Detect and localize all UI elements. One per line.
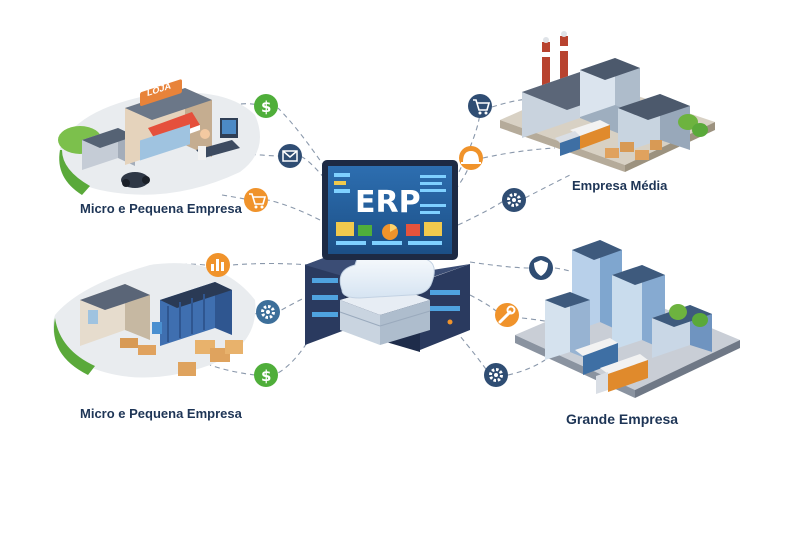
dollar-icon: $: [254, 363, 278, 387]
label-grande-empresa: Grande Empresa: [566, 411, 679, 427]
label-empresa-media: Empresa Média: [572, 178, 668, 193]
bar-chart-icon: [206, 253, 230, 277]
label-micro-pequena-bottom: Micro e Pequena Empresa: [80, 406, 242, 421]
erp-screen-title: ERP: [355, 185, 421, 220]
cart-icon: [244, 188, 268, 212]
shield-icon: [529, 256, 553, 280]
hardhat-icon: [459, 146, 483, 170]
mail-icon: [278, 144, 302, 168]
erp-system: ERP: [305, 160, 470, 352]
svg-text:$: $: [261, 367, 271, 385]
label-micro-pequena-top: Micro e Pequena Empresa: [80, 201, 242, 216]
cart-icon: [468, 94, 492, 118]
shop-scene: LOJA: [58, 79, 260, 195]
svg-text:$: $: [261, 98, 271, 116]
shop-sign: [140, 79, 182, 106]
gear-icon: [502, 188, 526, 212]
gear-icon: [484, 363, 508, 387]
warehouse-scene: [53, 263, 256, 378]
gear-icon: [256, 300, 280, 324]
enterprise-scene: [515, 240, 740, 398]
factory-scene: [500, 31, 715, 172]
dollar-icon: $: [254, 94, 278, 118]
wrench-icon: [495, 303, 519, 327]
